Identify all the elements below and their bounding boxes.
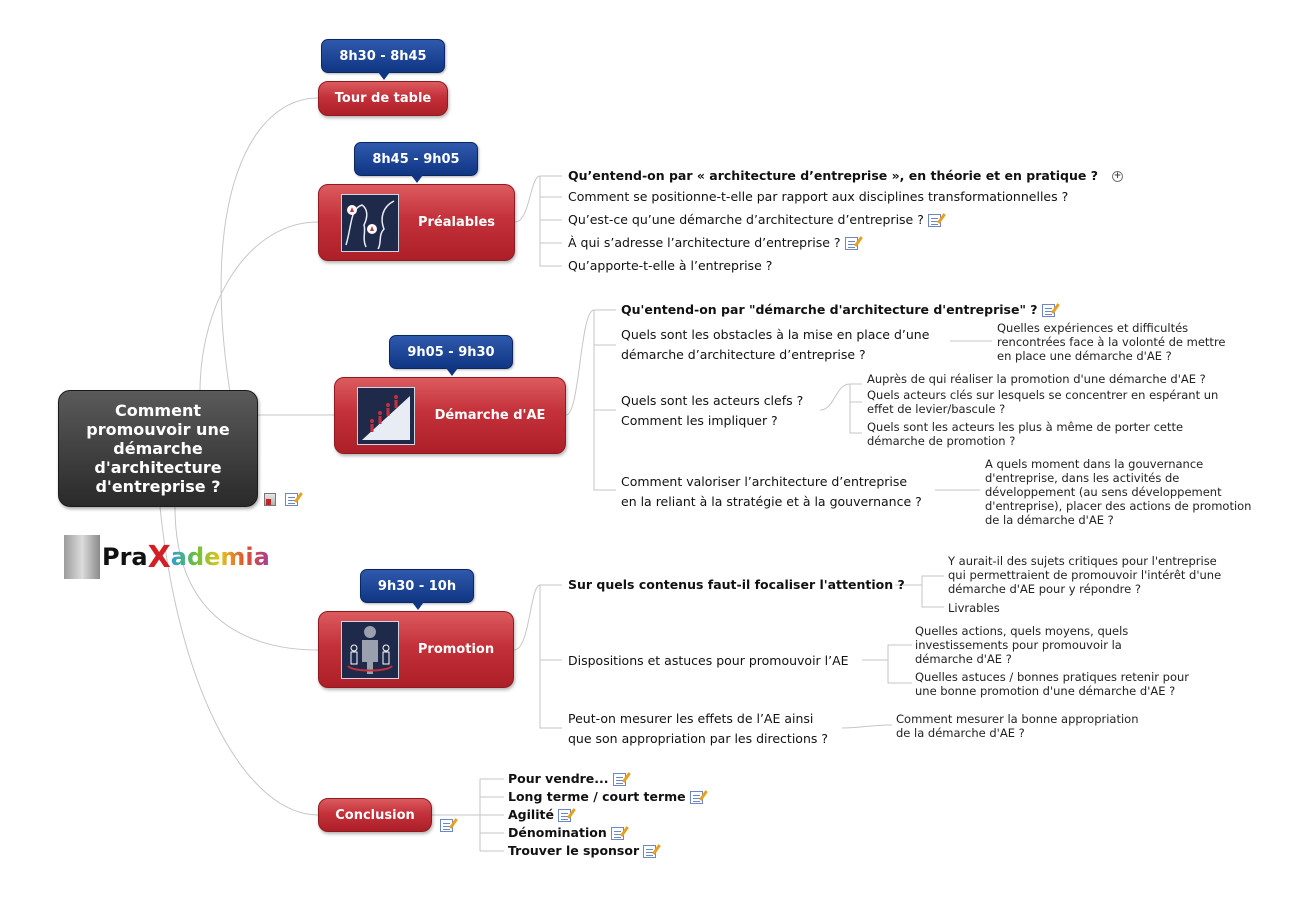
- subtopic-text: Comment se positionne-t-elle par rapport…: [568, 189, 1069, 204]
- subtopic-text: Dispositions et astuces pour promouvoir …: [568, 653, 849, 668]
- subtopic-text: Qu’apporte-t-elle à l’entreprise ?: [568, 258, 773, 273]
- topic-conclusion[interactable]: Conclusion: [318, 798, 432, 832]
- subtopic-text: Qu’entend-on par « architecture d’entrep…: [568, 168, 1098, 183]
- expand-icon[interactable]: +: [1111, 171, 1123, 182]
- note-icon[interactable]: [440, 819, 453, 832]
- topic-label: Tour de table: [334, 91, 432, 106]
- subtopic[interactable]: Qu'entend-on par "démarche d'architectur…: [621, 302, 1055, 318]
- sub-subtopic[interactable]: A quels moment dans la gouvernance d'ent…: [985, 457, 1252, 527]
- time-badge-prealables: 8h45 - 9h05: [354, 142, 478, 183]
- subtopic[interactable]: Comment se positionne-t-elle par rapport…: [568, 189, 1068, 205]
- subtopic[interactable]: Trouver le sponsor: [508, 843, 657, 859]
- subtopic[interactable]: Dispositions et astuces pour promouvoir …: [568, 653, 849, 669]
- subtopic-text: Dénomination: [508, 825, 607, 840]
- central-topic[interactable]: Comment promouvoir une démarche d'archit…: [58, 390, 258, 507]
- subtopic[interactable]: Sur quels contenus faut-il focaliser l'a…: [568, 577, 905, 593]
- logo-text-x: X: [147, 539, 171, 575]
- topic-label: Démarche d'AE: [434, 408, 546, 423]
- sub-subtopic[interactable]: Quelles actions, quels moyens, quels inv…: [915, 624, 1129, 666]
- subtopic-text: Sur quels contenus faut-il focaliser l'a…: [568, 577, 905, 592]
- sub-subtopic[interactable]: Livrables: [948, 601, 1000, 615]
- note-icon[interactable]: [844, 237, 858, 250]
- sub-subtopic[interactable]: Y aurait-il des sujets critiques pour l'…: [948, 554, 1222, 596]
- logo-text-pra: Pra: [102, 543, 148, 571]
- sub-subtopic[interactable]: Quelles expériences et difficultés renco…: [997, 321, 1226, 363]
- note-icon[interactable]: [612, 773, 626, 786]
- people-group-icon: [341, 620, 399, 679]
- logo-text-ademia: ademia: [170, 543, 270, 571]
- note-icon[interactable]: [285, 493, 299, 506]
- time-text: 9h30 - 10h: [377, 578, 457, 594]
- subtopic[interactable]: Qu’entend-on par « architecture d’entrep…: [568, 168, 1123, 184]
- heads-discussion-icon: [341, 193, 399, 252]
- time-text: 9h05 - 9h30: [407, 344, 495, 360]
- time-text: 8h30 - 8h45: [339, 48, 427, 64]
- subtopic[interactable]: À qui s’adresse l’architecture d’entrepr…: [568, 235, 858, 251]
- subtopic[interactable]: Quels sont les acteurs clefs ? Comment l…: [621, 393, 804, 428]
- note-icon[interactable]: [927, 214, 941, 227]
- time-badge-promotion: 9h30 - 10h: [360, 569, 474, 610]
- topic-label: Promotion: [417, 642, 495, 657]
- subtopic-text: À qui s’adresse l’architecture d’entrepr…: [568, 235, 841, 250]
- sub-subtopic[interactable]: Quels sont les acteurs les plus à même d…: [867, 420, 1184, 448]
- note-icon[interactable]: [610, 827, 624, 840]
- note-icon[interactable]: [643, 845, 657, 858]
- sub-subtopic[interactable]: Quelles astuces / bonnes pratiques reten…: [915, 670, 1190, 698]
- sub-subtopic[interactable]: Comment mesurer la bonne appropriation d…: [896, 712, 1139, 740]
- subtopic-text: Qu'entend-on par "démarche d'architectur…: [621, 302, 1038, 317]
- subtopic[interactable]: Qu’apporte-t-elle à l’entreprise ?: [568, 258, 772, 274]
- subtopic[interactable]: Pour vendre...: [508, 771, 626, 787]
- subtopic[interactable]: Peut-on mesurer les effets de l’AE ainsi…: [568, 711, 828, 746]
- attachment-icon[interactable]: [264, 493, 276, 506]
- subtopic-text: Trouver le sponsor: [508, 843, 640, 858]
- subtopic[interactable]: Quels sont les obstacles à la mise en pl…: [621, 327, 930, 362]
- time-badge-tour: 8h30 - 8h45: [321, 39, 445, 80]
- note-icon[interactable]: [557, 809, 571, 822]
- topic-promotion[interactable]: Promotion: [318, 611, 514, 688]
- topic-label: Préalables: [417, 215, 496, 230]
- topic-prealables[interactable]: Préalables: [318, 184, 515, 261]
- topic-tour-de-table[interactable]: Tour de table: [318, 81, 448, 116]
- sub-subtopic[interactable]: Quels acteurs clés sur lesquels se conce…: [867, 388, 1219, 416]
- subtopic[interactable]: Comment valoriser l’architecture d’entre…: [621, 474, 922, 509]
- subtopic[interactable]: Dénomination: [508, 825, 624, 841]
- subtopic[interactable]: Long terme / court terme: [508, 789, 703, 805]
- time-text: 8h45 - 9h05: [372, 151, 460, 167]
- subtopic[interactable]: Qu’est-ce qu’une démarche d’architecture…: [568, 212, 941, 228]
- subtopic-text: Pour vendre...: [508, 771, 609, 786]
- subtopic-text: Long terme / court terme: [508, 789, 686, 804]
- sub-subtopic[interactable]: Auprès de qui réaliser la promotion d'un…: [867, 372, 1206, 386]
- pillar-icon: [64, 535, 100, 579]
- climbing-stairs-icon: [357, 386, 415, 445]
- topic-label: Conclusion: [335, 807, 415, 823]
- central-icons: [264, 489, 299, 508]
- subtopic[interactable]: Agilité: [508, 807, 571, 823]
- topic-demarche-ae[interactable]: Démarche d'AE: [334, 377, 566, 454]
- note-icon[interactable]: [689, 791, 703, 804]
- subtopic-text: Qu’est-ce qu’une démarche d’architecture…: [568, 212, 924, 227]
- subtopic-text: Agilité: [508, 807, 554, 822]
- note-icon[interactable]: [1041, 304, 1055, 317]
- time-badge-demarche: 9h05 - 9h30: [389, 335, 513, 376]
